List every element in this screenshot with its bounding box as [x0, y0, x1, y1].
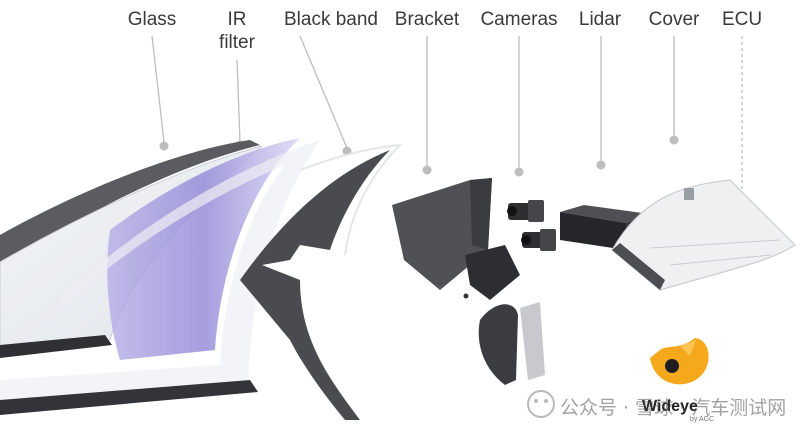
cover: [611, 179, 796, 291]
leader-ir-filter: [236, 59, 241, 143]
wechat-watermark-icon: [527, 390, 555, 418]
label-bracket: Bracket: [394, 9, 460, 30]
bracket-lower: [478, 304, 518, 385]
ir-filter-layer: [107, 138, 301, 360]
bracket-mount: [465, 245, 520, 300]
brand-sub: by AGC: [690, 416, 715, 423]
leader-black-band: [299, 35, 348, 149]
wideye-logo-mark: [650, 338, 709, 385]
glass-bottom-rim: [0, 335, 112, 358]
cameras: [507, 200, 556, 251]
label-cameras: Cameras: [480, 9, 558, 30]
label-ecu: ECU: [721, 9, 763, 30]
interlayer: [0, 140, 320, 410]
bracket-side: [470, 178, 492, 250]
label-ir-filter: IR filter: [219, 9, 255, 53]
black-band-glass: [299, 143, 403, 256]
leader-glass: [151, 35, 165, 143]
brand-name: Wideye: [642, 398, 698, 415]
label-cover: Cover: [648, 9, 700, 30]
black-band-frame: [240, 150, 390, 420]
label-black-band: Black band: [283, 9, 379, 30]
watermark-text: 公众号 · 雪球 · 汽车测试网: [560, 397, 787, 419]
label-lidar: Lidar: [578, 9, 622, 30]
leader-lines: [151, 35, 743, 215]
label-glass: Glass: [127, 9, 177, 30]
interlayer-rim: [0, 380, 258, 415]
bracket-glass-piece: [520, 302, 545, 380]
